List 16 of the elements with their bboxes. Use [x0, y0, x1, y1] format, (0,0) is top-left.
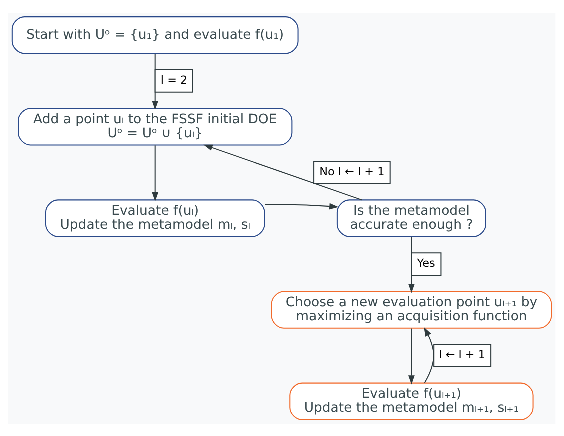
node-box: Is the metamodel accurate enough ? [336, 199, 486, 237]
edge-label: l = 2 [160, 74, 188, 87]
node-box: Add a point uₗ to the FSSF initial DOE Uᵒ = Uᵒ ∪ {uₗ} [18, 108, 293, 146]
arrow [408, 236, 415, 293]
node-box: Evaluate f(uₗ) Update the metamodel mₗ, sₗ [45, 199, 266, 237]
edge-label: No l ← l + 1 [320, 165, 385, 178]
arrow [264, 202, 339, 210]
node-box: Start with Uᵒ = {u₁} and evaluate f(u₁) [12, 16, 299, 54]
edge-label: l ← l + 1 [439, 348, 486, 362]
arrow [408, 328, 415, 384]
node-box: Evaluate f(uₗ₊₁) Update the metamodel mₗ₊₁, sₗ₊₁ [290, 382, 534, 420]
arrow [424, 326, 435, 383]
arrow [152, 145, 159, 202]
edge-label: Yes [417, 256, 436, 270]
node-box: Choose a new evaluation point uₗ₊₁ by maximizing an acquisition function [271, 290, 552, 328]
arrow [152, 54, 159, 110]
